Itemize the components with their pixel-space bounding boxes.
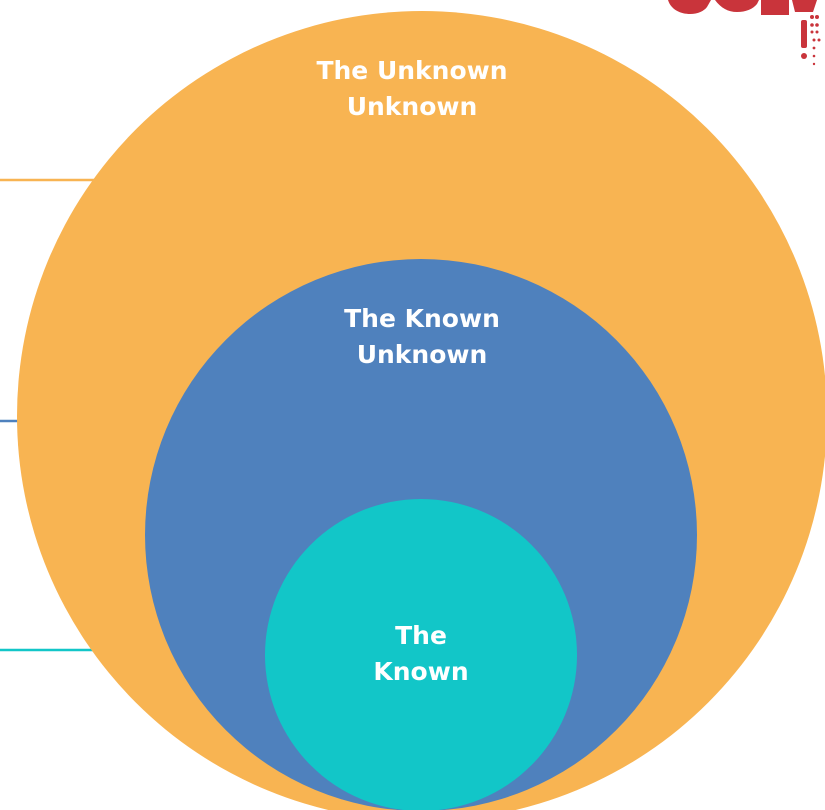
red-logo-fragment-icon xyxy=(668,0,821,66)
known-circle xyxy=(265,499,577,810)
known-label: The Known xyxy=(321,618,521,690)
known-label-line2: Known xyxy=(373,657,469,686)
known-label-line1: The xyxy=(395,621,447,650)
unknown-unknown-label: The Unknown Unknown xyxy=(262,53,562,125)
unknown-unknown-label-line1: The Unknown xyxy=(316,56,508,85)
known-unknown-label-line1: The Known xyxy=(344,304,500,333)
known-unknown-label: The Known Unknown xyxy=(272,301,572,373)
unknown-unknown-label-line2: Unknown xyxy=(346,92,478,121)
known-unknown-label-line2: Unknown xyxy=(356,340,488,369)
